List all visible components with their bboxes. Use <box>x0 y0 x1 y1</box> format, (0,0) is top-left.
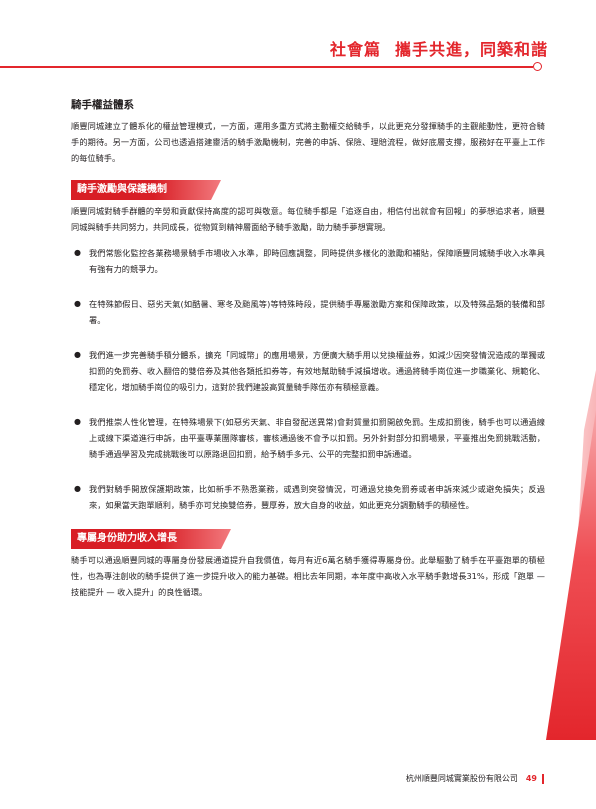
bullet-icon: ● <box>74 417 81 426</box>
decorative-red-shape <box>546 370 596 740</box>
intro-block: 順豐同城建立了體系化的權益管理模式，一方面，運用多重方式將主動權交給騎手，以此更… <box>71 118 545 166</box>
header-circle-ornament <box>533 62 542 71</box>
section1-intro: 順豐同城對騎手群體的辛勞和貢獻保持高度的認可與敬意。每位騎手都是「追逐自由，相信… <box>71 206 545 232</box>
intro-paragraph: 順豐同城建立了體系化的權益管理模式，一方面，運用多重方式將主動權交給騎手，以此更… <box>71 121 545 163</box>
list-item: ● 我們對騎手開放保護期政策，比如新手不熟悉業務，或遇到突發情況，可通過兌換免罰… <box>71 481 545 513</box>
footer-bar <box>542 773 544 784</box>
section1-banner-wrap: 騎手激勵與保護機制 <box>71 177 545 200</box>
bullet-icon: ● <box>74 484 81 493</box>
subsection-heading-wrap: 騎手權益體系 <box>71 97 545 112</box>
bullet-icon: ● <box>74 248 81 257</box>
bullet-text: 我們對騎手開放保護期政策，比如新手不熟悉業務，或遇到突發情況，可通過兌換免罰券或… <box>89 484 545 510</box>
section2-body: 騎手可以通過順豐同城的專屬身份發展通道提升自我價值，每月有近6萬名騎手獲得專屬身… <box>71 555 545 597</box>
subsection-title: 騎手權益體系 <box>71 99 134 111</box>
list-item: ● 我們推崇人性化管理，在特殊場景下(如惡劣天氣、非自發配送異常)會對質量扣罰開… <box>71 414 545 462</box>
list-item: ● 我們常態化監控各業務場景騎手市場收入水準，即時回應調整，同時提供多樣化的激勵… <box>71 245 545 277</box>
page-number: 49 <box>525 774 537 783</box>
header-section: 社會篇 <box>329 40 381 59</box>
bullet-icon: ● <box>74 299 81 308</box>
section2-banner-wrap: 專屬身份助力收入增長 <box>71 526 545 549</box>
bullet-text: 我們進一步完善騎手積分體系，擴充「同城幣」的應用場景，方便廣大騎手用以兌換權益券… <box>89 350 545 392</box>
bullet-text: 我們推崇人性化管理，在特殊場景下(如惡劣天氣、非自發配送異常)會對質量扣罰開啟免… <box>89 417 545 459</box>
bullet-text: 我們常態化監控各業務場景騎手市場收入水準，即時回應調整，同時提供多樣化的激勵和補… <box>89 248 545 274</box>
list-item: ● 在特殊節假日、惡劣天氣(如酷暑、寒冬及颱風等)等特殊時段，提供騎手專屬激勵方… <box>71 296 545 328</box>
list-item: ● 我們進一步完善騎手積分體系，擴充「同城幣」的應用場景，方便廣大騎手用以兌換權… <box>71 347 545 395</box>
section1-intro-block: 順豐同城對騎手群體的辛勞和貢獻保持高度的認可與敬意。每位騎手都是「追逐自由，相信… <box>71 203 545 235</box>
bullet-icon: ● <box>74 350 81 359</box>
footer-company: 杭州順豐同城實業股份有限公司 <box>405 774 518 783</box>
bullet-text: 在特殊節假日、惡劣天氣(如酷暑、寒冬及颱風等)等特殊時段，提供騎手專屬激勵方案和… <box>89 299 545 325</box>
header-rule <box>0 66 533 68</box>
header-title: 社會篇攜手共進，同築和諧 <box>330 36 548 60</box>
section1-banner: 騎手激勵與保護機制 <box>71 180 221 200</box>
page-footer: 杭州順豐同城實業股份有限公司 49 <box>406 773 544 784</box>
header-slogan: 攜手共進，同築和諧 <box>394 40 548 59</box>
section2-body-block: 騎手可以通過順豐同城的專屬身份發展通道提升自我價值，每月有近6萬名騎手獲得專屬身… <box>71 552 545 600</box>
section1-bullets: ● 我們常態化監控各業務場景騎手市場收入水準，即時回應調整，同時提供多樣化的激勵… <box>71 245 545 513</box>
section2-banner: 專屬身份助力收入增長 <box>71 529 231 549</box>
